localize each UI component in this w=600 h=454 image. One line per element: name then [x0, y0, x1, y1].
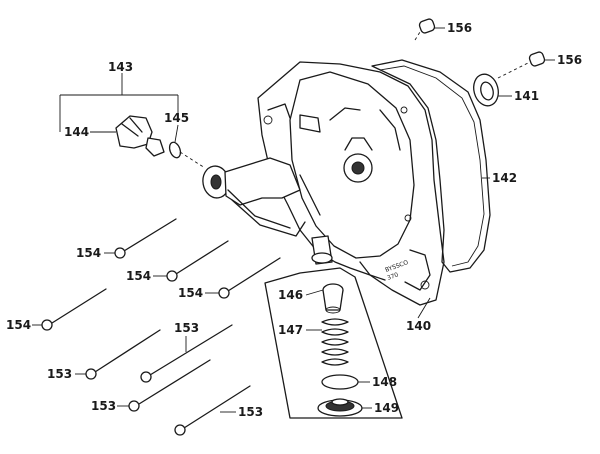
svg-text:370: 370: [386, 271, 399, 282]
gasket-142: [371, 59, 491, 273]
oil-seal-141: [473, 73, 499, 107]
crankcase-cover-140: BYSSCO 370: [257, 61, 445, 306]
dowel-pin-156-upper: [418, 18, 436, 34]
bolt-153-b: [140, 324, 233, 383]
label-153-c: 153: [91, 399, 116, 413]
label-153-d: 153: [238, 405, 263, 419]
label-142: 142: [492, 171, 517, 185]
bolt-154-a: [114, 218, 177, 259]
o-ring-148: [321, 374, 359, 390]
filler-neck: [202, 157, 306, 237]
label-154-c: 154: [178, 286, 203, 300]
spring-147: [321, 318, 349, 366]
o-ring-145: [168, 141, 206, 169]
drain-assembly-frame: [264, 267, 403, 419]
dowel-pin-156-right: [528, 51, 546, 67]
label-153-b: 153: [47, 367, 72, 381]
bolt-153-a: [85, 329, 161, 380]
strainer-146: [322, 283, 344, 314]
label-156-right: 156: [557, 53, 582, 67]
label-154-d: 154: [6, 318, 31, 332]
label-154-b: 154: [126, 269, 151, 283]
bolt-154-b: [166, 240, 229, 282]
bolt-153-d: [174, 385, 251, 436]
drain-plug-149: [317, 398, 363, 417]
label-147: 147: [278, 323, 303, 337]
bolt-154-d: [41, 288, 107, 331]
label-145: 145: [164, 111, 189, 125]
label-153-a: 153: [174, 321, 199, 335]
label-156-upper: 156: [447, 21, 472, 35]
bolt-153-c: [128, 359, 211, 412]
label-140: 140: [406, 319, 431, 333]
label-148: 148: [372, 375, 397, 389]
boss-neck: [311, 235, 333, 265]
label-144: 144: [64, 125, 89, 139]
label-149: 149: [374, 401, 399, 415]
label-143: 143: [108, 60, 133, 74]
label-154-a: 154: [76, 246, 101, 260]
leader-lines: [32, 27, 555, 413]
bolt-154-c: [218, 257, 281, 299]
label-146: 146: [278, 288, 303, 302]
filler-cap-144: [115, 115, 165, 157]
label-141: 141: [514, 89, 539, 103]
